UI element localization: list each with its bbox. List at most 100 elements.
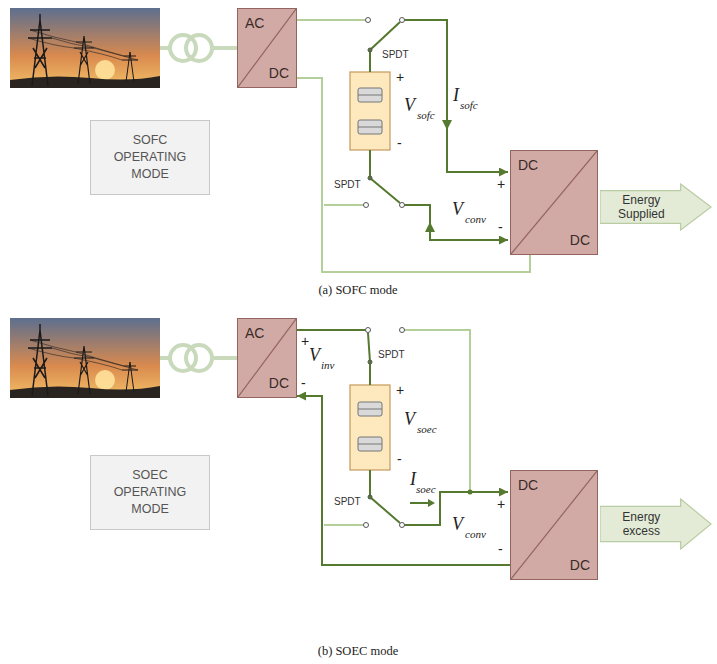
converter-box: AC DC — [237, 318, 297, 398]
cell-symbol — [358, 402, 382, 416]
converter-box: DC DC — [510, 470, 598, 580]
energy-arrow: Energy excess — [600, 498, 712, 550]
wire — [297, 329, 366, 331]
diagonal-line — [511, 471, 597, 579]
cell-symbol — [358, 437, 382, 451]
quantity-symbol: V — [309, 346, 320, 364]
switch-contact — [400, 328, 405, 333]
cell-stack — [350, 72, 390, 150]
subscript: sofc — [417, 110, 435, 121]
switch-contact — [366, 328, 371, 333]
quantity-symbol: V — [404, 410, 415, 428]
polarity-sign: + — [396, 383, 404, 397]
mode-box: SOEC OPERATING MODE — [90, 455, 210, 530]
stack-housing — [350, 72, 390, 150]
arrow-shape — [600, 184, 711, 230]
power-wire — [297, 396, 510, 565]
transformer-symbol — [160, 35, 237, 61]
caption: (a) SOFC mode — [318, 284, 397, 297]
wire — [324, 524, 366, 526]
switch-pivot — [368, 495, 372, 499]
subscript: conv — [465, 529, 486, 540]
cell-symbol — [358, 88, 382, 102]
switch-pivot — [368, 360, 372, 364]
arrow-text-area: Energy Supplied — [604, 191, 679, 224]
wiring — [297, 20, 508, 240]
subscript: soec — [417, 424, 437, 435]
quantity-symbol: I — [453, 86, 459, 104]
polarity-sign: + — [497, 177, 505, 191]
switch-label: SPDT — [334, 180, 361, 190]
arrow-text-area: Energy excess — [604, 506, 679, 541]
polarity-sign: - — [397, 136, 402, 150]
cell-plate — [358, 409, 382, 410]
cell-plate — [358, 444, 382, 445]
switch-blade — [370, 150, 400, 203]
converter-side-label: AC — [245, 326, 264, 340]
converter-side-label: DC — [269, 66, 289, 80]
converter-box: AC DC — [237, 8, 297, 88]
voltage-arrow — [425, 222, 435, 232]
polarity-sign: - — [301, 376, 306, 390]
stack-housing — [350, 385, 390, 470]
cell-symbol — [358, 120, 382, 134]
cell-stack — [350, 385, 390, 470]
subscript: inv — [321, 360, 334, 371]
wire — [404, 20, 508, 172]
switch-blade — [370, 470, 400, 523]
current-arrow — [428, 499, 435, 507]
arrow-shape — [600, 499, 711, 549]
converter-side-label: DC — [518, 158, 538, 172]
wire — [404, 330, 470, 492]
diagonal-line — [238, 9, 296, 87]
converter-side-label: DC — [518, 478, 538, 492]
cell-plate — [358, 127, 382, 128]
caption: (b) SOEC mode — [318, 645, 399, 658]
cell-plate — [358, 95, 382, 96]
subscript: conv — [465, 214, 486, 225]
current-arrow — [442, 120, 452, 130]
switch-contacts — [364, 18, 405, 208]
switch-pivot — [368, 48, 372, 52]
power-grid-photo — [10, 318, 160, 398]
switch-contact — [364, 523, 369, 528]
transformer-coil — [186, 35, 212, 61]
switch-contact — [400, 18, 405, 23]
power-wire — [297, 78, 530, 272]
switch-blade — [370, 22, 400, 72]
converter-side-label: DC — [570, 558, 590, 572]
power-grid-photo — [10, 8, 160, 88]
quantity-symbol: V — [452, 200, 463, 218]
subscript: sofc — [460, 100, 478, 111]
polarity-sign: + — [497, 497, 505, 511]
energy-text: Energy Supplied — [604, 193, 679, 222]
energy-arrow: Energy Supplied — [600, 183, 712, 231]
polarity-sign: - — [397, 452, 402, 466]
converter-side-label: AC — [245, 16, 264, 30]
switch-contact — [366, 18, 371, 23]
polarity-sign: + — [301, 334, 309, 348]
switch-contact — [364, 203, 369, 208]
diagonal-line — [238, 319, 296, 397]
switch-pivot — [368, 176, 372, 180]
mode-text: SOEC OPERATING MODE — [107, 467, 193, 518]
polarity-sign: + — [396, 70, 404, 84]
polarity-sign: - — [498, 542, 503, 556]
transformer-coil — [186, 345, 212, 371]
grid-wire — [212, 356, 237, 360]
wiring — [297, 330, 508, 525]
switch-contact — [400, 523, 405, 528]
converter-side-label: DC — [269, 376, 289, 390]
switch-label: SPDT — [334, 497, 361, 507]
switch-blade — [368, 333, 370, 385]
wire — [324, 204, 366, 206]
converter-side-label: DC — [570, 233, 590, 247]
diagonal-line — [511, 151, 597, 254]
wire — [297, 19, 366, 21]
switch-contact — [400, 203, 405, 208]
mode-text: SOFC OPERATING MODE — [107, 132, 193, 183]
quantity-symbol: V — [452, 515, 463, 533]
mode-box: SOFC OPERATING MODE — [90, 120, 210, 195]
